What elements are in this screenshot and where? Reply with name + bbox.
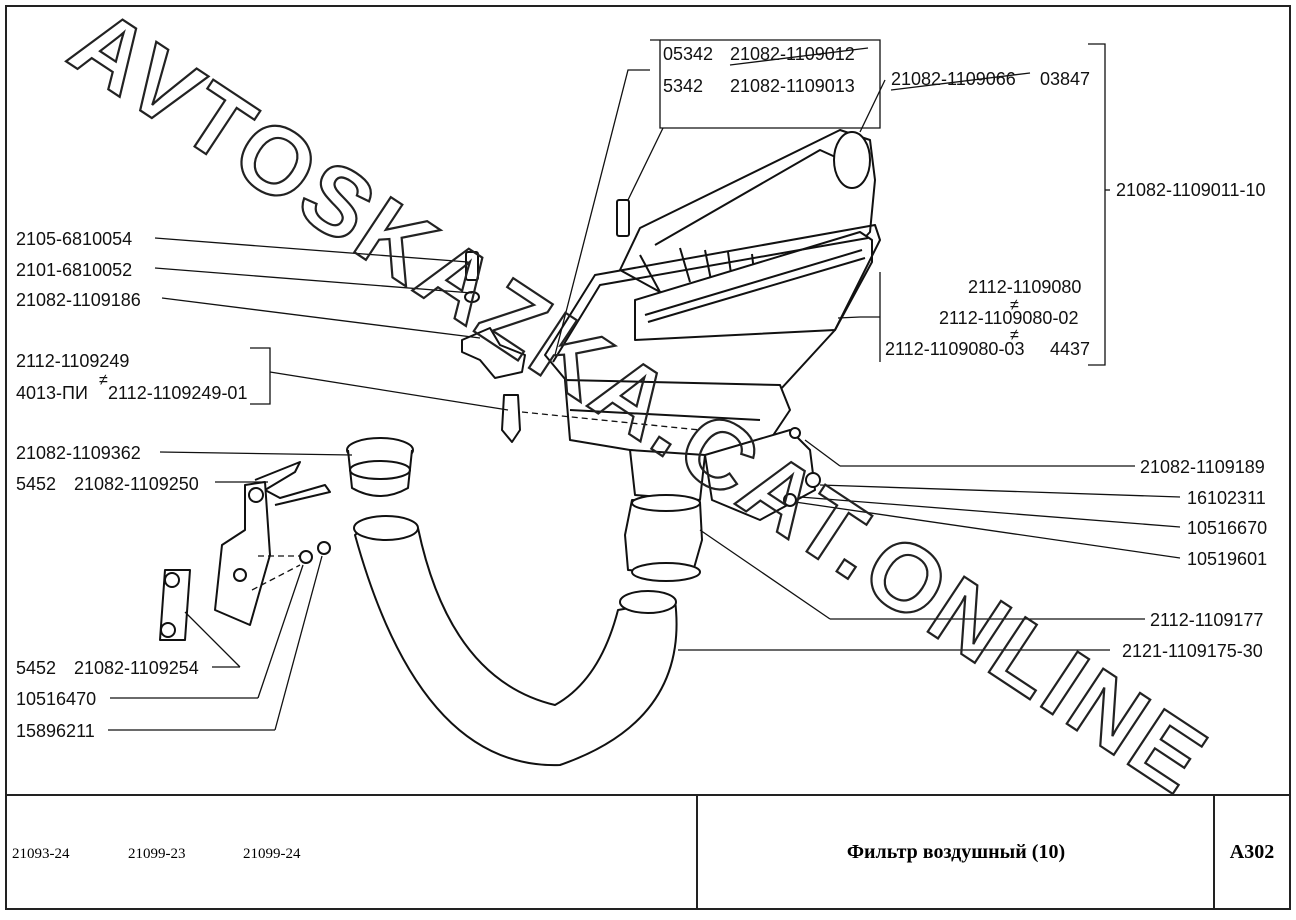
valve-2112-1109249 <box>501 394 521 443</box>
callout-labels: 2105-6810054 2101-6810052 21082-1109186 … <box>16 44 1267 741</box>
nut-15896211 <box>317 541 331 555</box>
bracket-plate <box>214 481 271 626</box>
label-5452-b: 5452 <box>16 658 56 678</box>
interchange-symbol-2: ≠ <box>1010 297 1019 314</box>
label-21082-1109186: 21082-1109186 <box>16 290 141 310</box>
footer-model-1: 21093-24 <box>12 846 70 862</box>
label-2112-1109080-03: 2112-1109080-03 <box>885 339 1024 359</box>
label-16102311: 16102311 <box>1187 488 1266 508</box>
label-2112-1109249-01: 2112-1109249-01 <box>108 383 247 403</box>
label-2112-1109080: 2112-1109080 <box>968 277 1081 297</box>
label-4013-pi: 4013-ПИ <box>16 383 88 403</box>
leader-lines <box>108 39 1181 731</box>
footer-block: 21093-24 21099-23 21099-24 Фильтр воздуш… <box>12 841 1274 863</box>
label-2105-6810054: 2105-6810054 <box>16 229 132 249</box>
label-2112-1109080-02: 2112-1109080-02 <box>939 308 1078 328</box>
replacement-marks <box>729 47 1031 91</box>
air-filter-drawing <box>159 129 881 767</box>
label-15896211: 15896211 <box>16 721 95 741</box>
label-21082-1109189: 21082-1109189 <box>1140 457 1265 477</box>
footer-model-2: 21099-23 <box>128 846 186 862</box>
bolt-2105 <box>465 251 479 281</box>
label-21082-1109250: 21082-1109250 <box>74 474 199 494</box>
interchange-symbol-1: ≠ <box>99 372 108 389</box>
label-21082-1109012: 21082-1109012 <box>730 44 855 64</box>
nut-10516470 <box>299 550 313 564</box>
label-2112-1109249: 2112-1109249 <box>16 351 129 371</box>
label-21082-1109013: 21082-1109013 <box>730 76 855 96</box>
label-2112-1109177: 2112-1109177 <box>1150 610 1263 630</box>
label-21082-1109066: 21082-1109066 <box>891 69 1016 89</box>
cover-screw <box>616 199 630 237</box>
label-4437: 4437 <box>1050 339 1090 359</box>
label-10516470: 10516470 <box>16 689 96 709</box>
filter-inlet <box>833 131 871 189</box>
label-2101-6810052: 2101-6810052 <box>16 260 132 280</box>
washer-2101 <box>464 291 480 303</box>
footer-model-3: 21099-24 <box>243 846 301 862</box>
label-21082-1109254: 21082-1109254 <box>74 658 199 678</box>
assembly-dashed-lines <box>251 411 701 591</box>
interchange-symbol-3: ≠ <box>1010 327 1019 344</box>
label-05342: 05342 <box>663 44 713 64</box>
clamp-21082-1109250 <box>254 461 331 506</box>
label-21082-1109362: 21082-1109362 <box>16 443 141 463</box>
label-03847: 03847 <box>1040 69 1090 89</box>
nut-16102311 <box>805 472 821 488</box>
hose-2121-1109175-30 <box>354 519 678 767</box>
bracket-21082-1109186 <box>461 327 526 379</box>
filter-element <box>634 231 873 341</box>
frame-border <box>5 5 1291 910</box>
label-21082-1109011-10: 21082-1109011-10 <box>1116 180 1265 200</box>
footer-title: Фильтр воздушный (10) <box>847 841 1065 863</box>
washer-10519601 <box>783 493 797 507</box>
label-2121-1109175-30: 2121-1109175-30 <box>1122 641 1263 661</box>
label-10519601: 10519601 <box>1187 549 1267 569</box>
filter-outlet-neck <box>629 449 706 501</box>
footer-page-code: A302 <box>1230 841 1274 863</box>
label-10516670: 10516670 <box>1187 518 1267 538</box>
label-5452-a: 5452 <box>16 474 56 494</box>
label-5342: 5342 <box>663 76 703 96</box>
